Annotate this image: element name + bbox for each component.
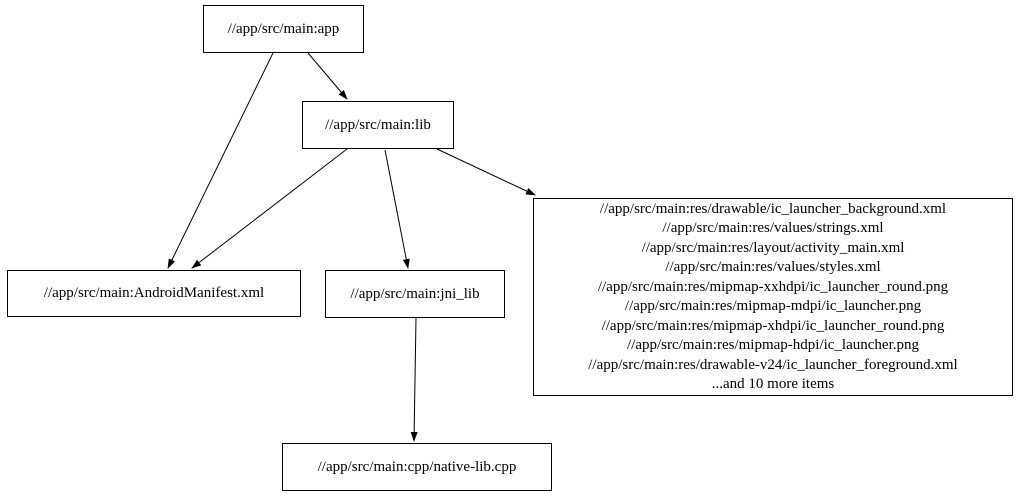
edge-app-lib: [307, 52, 348, 100]
edge-jnilib-nativelibcpp: [410, 317, 418, 442]
edge-lib-androidmanifest: [191, 148, 348, 269]
node-native-lib-cpp: //app/src/main:cpp/native-lib.cpp: [282, 443, 552, 491]
resource-item: //app/src/main:res/mipmap-xxhdpi/ic_laun…: [597, 278, 949, 295]
resource-item: //app/src/main:res/mipmap-hdpi/ic_launch…: [626, 337, 919, 353]
node-label: //app/src/main:cpp/native-lib.cpp: [317, 458, 517, 475]
node-label: //app/src/main:lib: [325, 116, 431, 133]
resource-item: //app/src/main:res/drawable/ic_launcher_…: [599, 200, 947, 217]
node-jni-lib: //app/src/main:jni_lib: [325, 270, 505, 318]
node-label: //app/src/main:jni_lib: [350, 285, 480, 302]
node-app: //app/src/main:app: [203, 5, 364, 53]
resource-item: //app/src/main:res/mipmap-xhdpi/ic_launc…: [601, 317, 945, 334]
resource-item: //app/src/main:res/drawable-v24/ic_launc…: [588, 356, 958, 373]
node-lib: //app/src/main:lib: [302, 101, 454, 149]
resource-item: //app/src/main:res/values/strings.xml: [662, 220, 884, 236]
node-label: //app/src/main:AndroidManifest.xml: [43, 285, 265, 301]
node-label: //app/src/main:app: [227, 20, 340, 37]
resource-item: //app/src/main:res/mipmap-mdpi/ic_launch…: [624, 298, 922, 314]
node-android-manifest: //app/src/main:AndroidManifest.xml: [7, 270, 301, 317]
edge-lib-jnilib: [384, 149, 410, 269]
edge-lib-resources: [436, 148, 536, 196]
resource-overflow-note: ...and 10 more items: [711, 376, 835, 392]
edge-app-androidmanifest: [167, 52, 274, 269]
node-resources-group: //app/src/main:res/drawable/ic_launcher_…: [533, 198, 1013, 396]
resource-item: //app/src/main:res/layout/activity_main.…: [641, 239, 905, 256]
resource-item: //app/src/main:res/values/styles.xml: [665, 259, 881, 275]
